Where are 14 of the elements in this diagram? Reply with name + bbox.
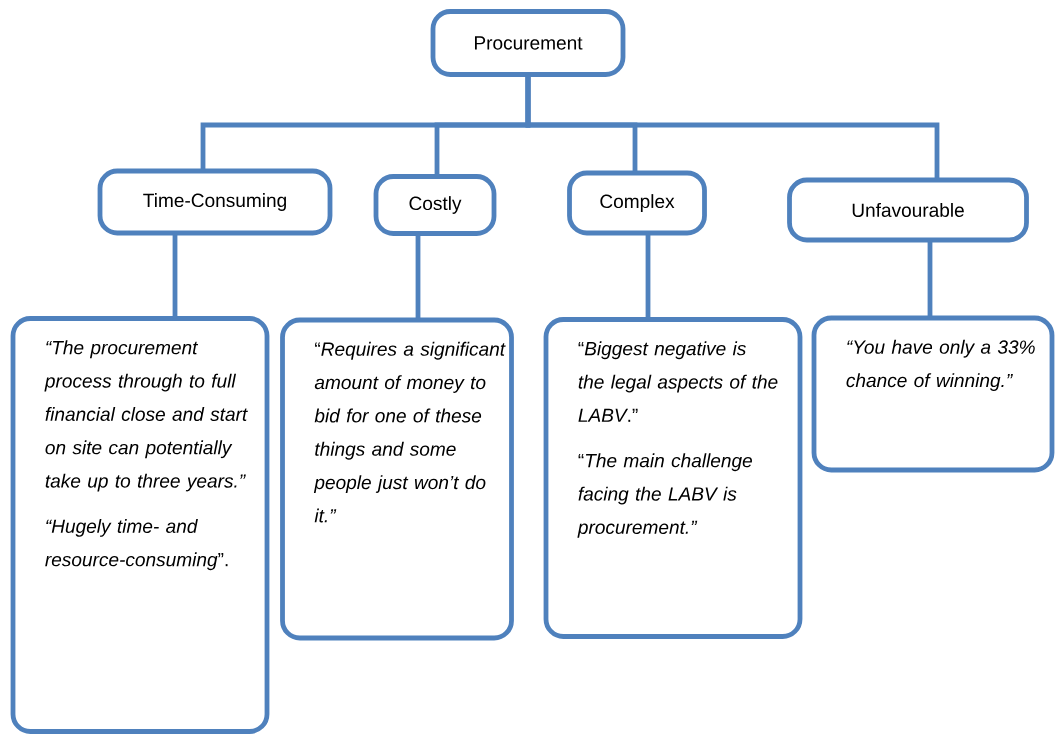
connector-line — [172, 233, 178, 319]
category-box: Time-Consuming — [97, 168, 333, 236]
connector-line — [415, 233, 421, 320]
connector-line — [927, 240, 933, 318]
quote-box: “The procurement process through to full financial close and start on site can potentially take up to three years.” “Hugely time- and resource-consuming”. — [10, 316, 270, 734]
quote-box: “Biggest negative is the legal aspects of the LABV.” “The main challenge facing the LABV is procurement.” — [543, 317, 803, 639]
quote-box: “Requires a significant amount of money to bid for one of these things and some people just won’t do it.” — [280, 317, 514, 641]
connector-line — [645, 233, 651, 320]
category-box: Costly — [373, 174, 497, 236]
category-box: Complex — [567, 170, 707, 236]
connector-line — [525, 74, 940, 180]
label-box: Procurement — [430, 9, 626, 77]
category-box: Unfavourable — [787, 177, 1029, 243]
quote-box: “You have only a 33% chance of winning.” — [811, 315, 1055, 473]
